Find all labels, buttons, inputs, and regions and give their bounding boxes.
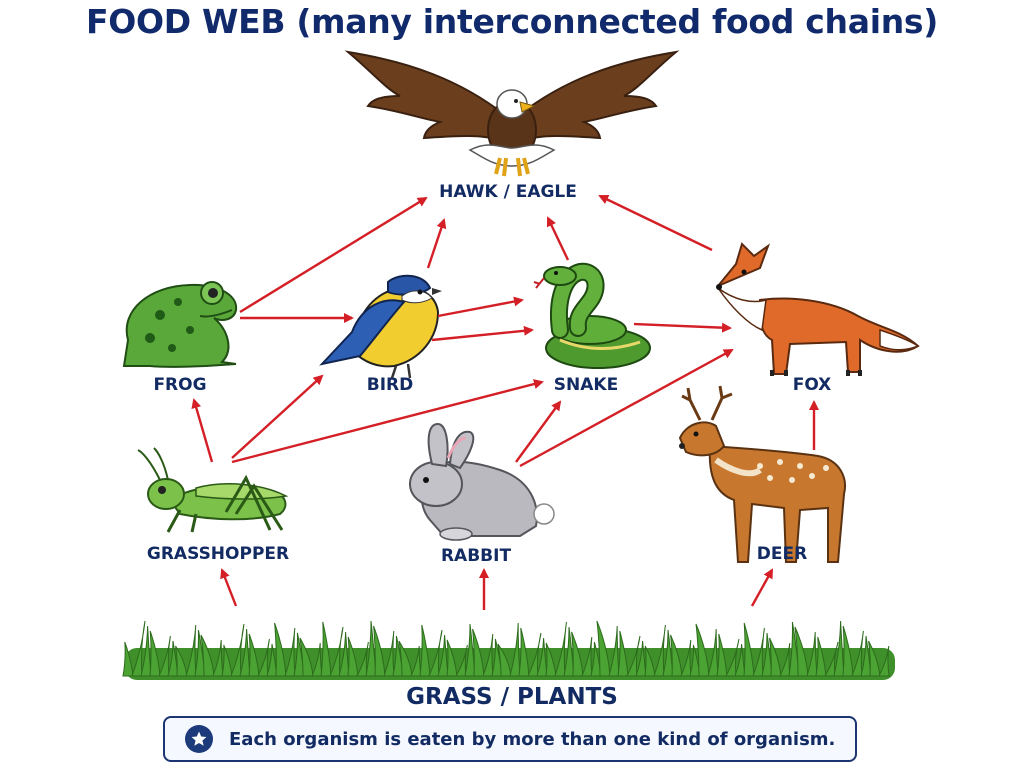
grass-blade [851, 630, 864, 677]
grass-blade [158, 635, 171, 677]
arrow-frog-to-hawk [239, 196, 428, 314]
fox-icon [716, 242, 920, 376]
grass-blade [122, 641, 134, 677]
grass-blade [284, 627, 296, 677]
grass-blade [868, 640, 881, 677]
grass-blade [680, 639, 692, 677]
star-icon [185, 725, 213, 753]
grass-blade [571, 631, 584, 677]
grass-blade [806, 631, 818, 677]
grass-blade [527, 632, 542, 677]
label-hawk: HAWK / EAGLE [439, 182, 577, 202]
arrow-grasshopper-to-frog [191, 398, 214, 463]
info-note: Each organism is eaten by more than one … [163, 716, 857, 762]
label-deer: DEER [756, 544, 808, 564]
grass-blade [212, 639, 224, 677]
grass-blade [248, 633, 260, 677]
arrow-snake-to-fox [633, 322, 732, 333]
grass-blade [356, 641, 369, 677]
grass-blade [257, 638, 270, 677]
grass-blade [274, 622, 287, 677]
grass-blade [221, 644, 233, 677]
grass-blade [707, 628, 719, 677]
grass-blade [230, 623, 245, 677]
arrow-grasshopper-to-snake [231, 379, 544, 464]
diagram-title: FOOD WEB (many interconnected food chain… [85, 2, 939, 41]
grass-blade [725, 638, 740, 677]
arrow-fox-to-hawk [598, 194, 713, 252]
grass-blade [608, 625, 620, 677]
frog-icon [122, 281, 238, 368]
snake-icon [533, 262, 651, 369]
grass-blade [373, 625, 386, 677]
rabbit-icon [409, 422, 555, 541]
grass-blade [769, 637, 782, 677]
grass-blade [670, 634, 683, 677]
grass-blade [472, 628, 485, 677]
grass-blade [653, 624, 666, 677]
grass-blade [320, 621, 332, 677]
grass-blade [329, 626, 344, 677]
grass-blade [149, 630, 161, 677]
grass-blade [545, 642, 557, 677]
arrow-bird-to-snake-2 [431, 325, 534, 342]
grass-blade [509, 622, 521, 677]
grass-blade [398, 640, 413, 677]
grass-blade [185, 624, 197, 677]
grass-blade [716, 633, 728, 677]
grass-blade [497, 643, 512, 677]
label-grasshopper: GRASSHOPPER [146, 544, 290, 564]
grasshopper-icon [137, 447, 289, 533]
arrow-bird-to-hawk [426, 218, 447, 269]
food-web-arrows [191, 194, 819, 610]
arrow-grasshopper-to-bird [231, 374, 324, 459]
grass-blade [175, 645, 188, 677]
note-text: Each organism is eaten by more than one … [229, 728, 836, 750]
label-bird: BIRD [366, 375, 414, 395]
label-fox: FOX [792, 375, 832, 395]
grass-blade [200, 634, 215, 677]
deer-icon [678, 385, 846, 563]
grass-blade [752, 627, 765, 677]
grass-blade [581, 636, 593, 677]
grass-blade [695, 623, 710, 677]
grass-blade [617, 630, 629, 677]
label-snake: SNAKE [553, 375, 619, 395]
grass-blade [842, 625, 854, 677]
grass-blade [518, 627, 530, 677]
grass-blade [626, 635, 641, 677]
label-frog: FROG [153, 375, 207, 395]
arrow-plants-to-grasshopper [220, 568, 238, 607]
grass-blade [794, 626, 809, 677]
grass-blade [347, 636, 359, 677]
grass-blade [815, 636, 827, 677]
grass-blade [428, 629, 443, 677]
arrow-snake-to-hawk [546, 216, 570, 261]
grass-blade [419, 624, 431, 677]
grass-icon [122, 620, 895, 680]
grass-blade [482, 633, 494, 677]
arrow-rabbit-to-snake [515, 400, 562, 463]
arrow-bird-to-snake [437, 296, 524, 318]
eagle-icon [344, 50, 680, 177]
arrow-plants-to-deer [750, 568, 774, 607]
grass-blade [299, 637, 314, 677]
label-rabbit: RABBIT [440, 546, 512, 566]
grass-blade [131, 620, 146, 677]
grass-blade [878, 645, 890, 677]
grass-blade [455, 644, 468, 677]
grass-blade [446, 639, 458, 677]
grass-blade [743, 622, 755, 677]
grass-blade [596, 620, 611, 677]
arrow-rabbit-to-fox [519, 348, 734, 468]
bird-icon [319, 274, 442, 379]
grass-blade [554, 621, 567, 677]
label-plants: GRASS / PLANTS [406, 684, 618, 710]
grass-blade [383, 630, 395, 677]
grass-blade [824, 641, 839, 677]
grass-blade [644, 645, 656, 677]
